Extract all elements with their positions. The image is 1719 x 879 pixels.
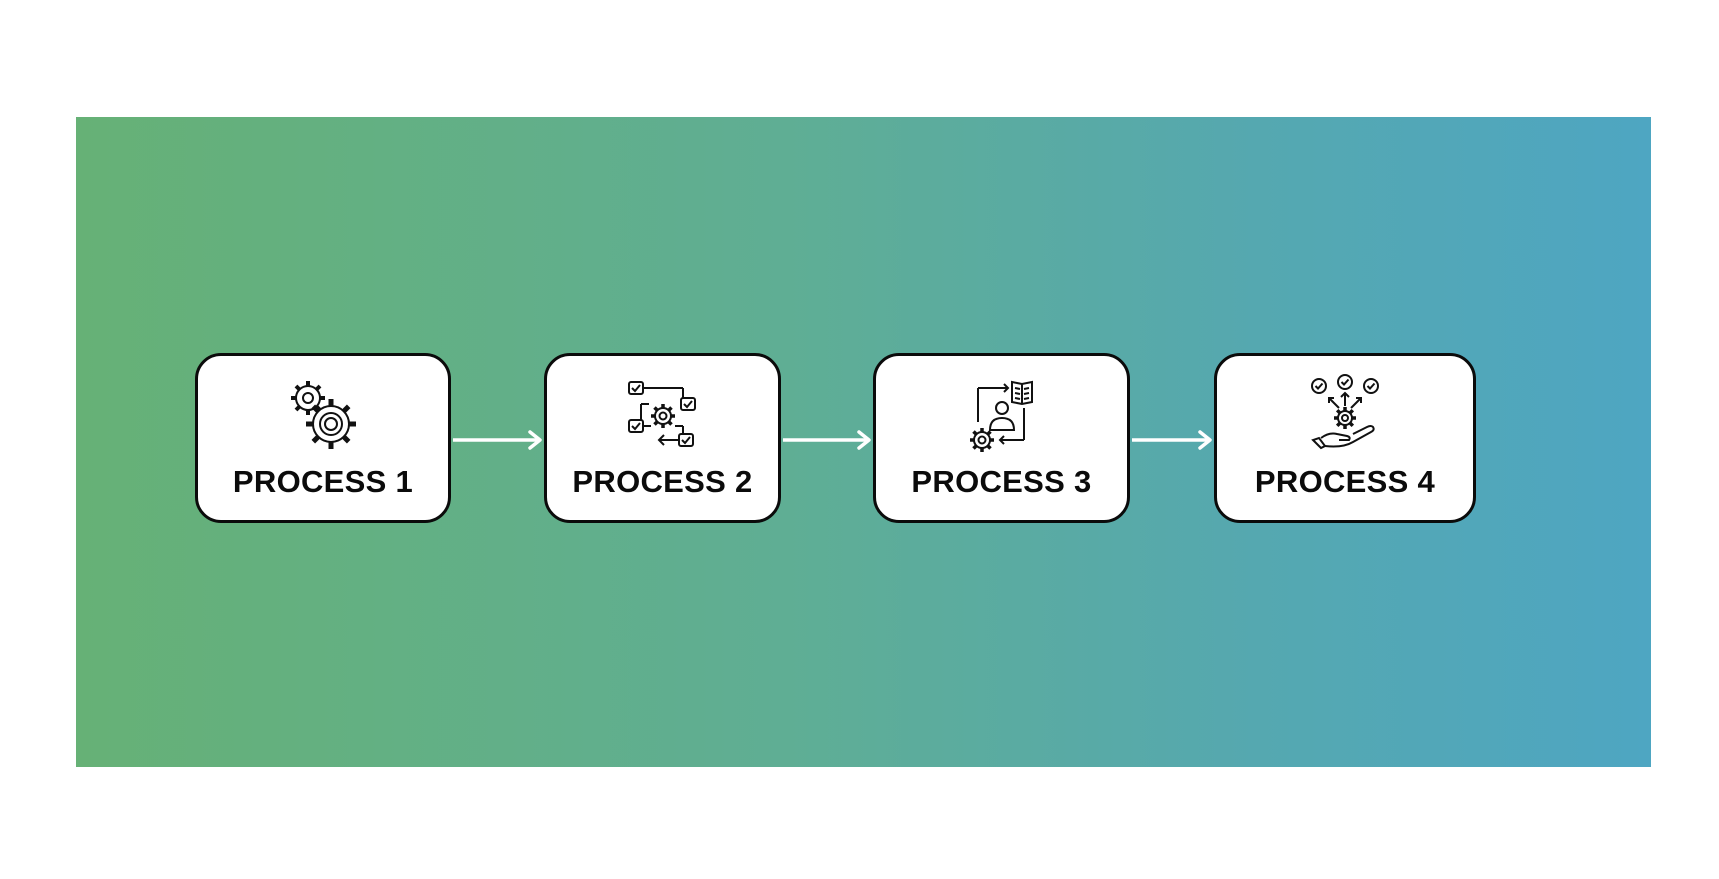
process-label-4: PROCESS 4 [1254, 464, 1436, 499]
process-label-3: PROCESS 3 [911, 464, 1092, 499]
flow-arrow-3 [1132, 428, 1214, 452]
flow-arrow-1 [453, 428, 544, 452]
process-step-4: PROCESS 4 [1214, 353, 1476, 523]
process-step-3: PROCESS 3 [873, 353, 1130, 523]
process-label-2: PROCESS 2 [572, 464, 753, 499]
gears-icon [281, 374, 365, 458]
flow-arrow-2 [783, 428, 873, 452]
hand-gear-checks-icon [1303, 374, 1387, 458]
process-step-2: PROCESS 2 [544, 353, 781, 523]
user-learning-icon [960, 374, 1044, 458]
process-step-1: PROCESS 1 [195, 353, 451, 523]
process-label-1: PROCESS 1 [232, 464, 414, 499]
workflow-icon [621, 374, 705, 458]
